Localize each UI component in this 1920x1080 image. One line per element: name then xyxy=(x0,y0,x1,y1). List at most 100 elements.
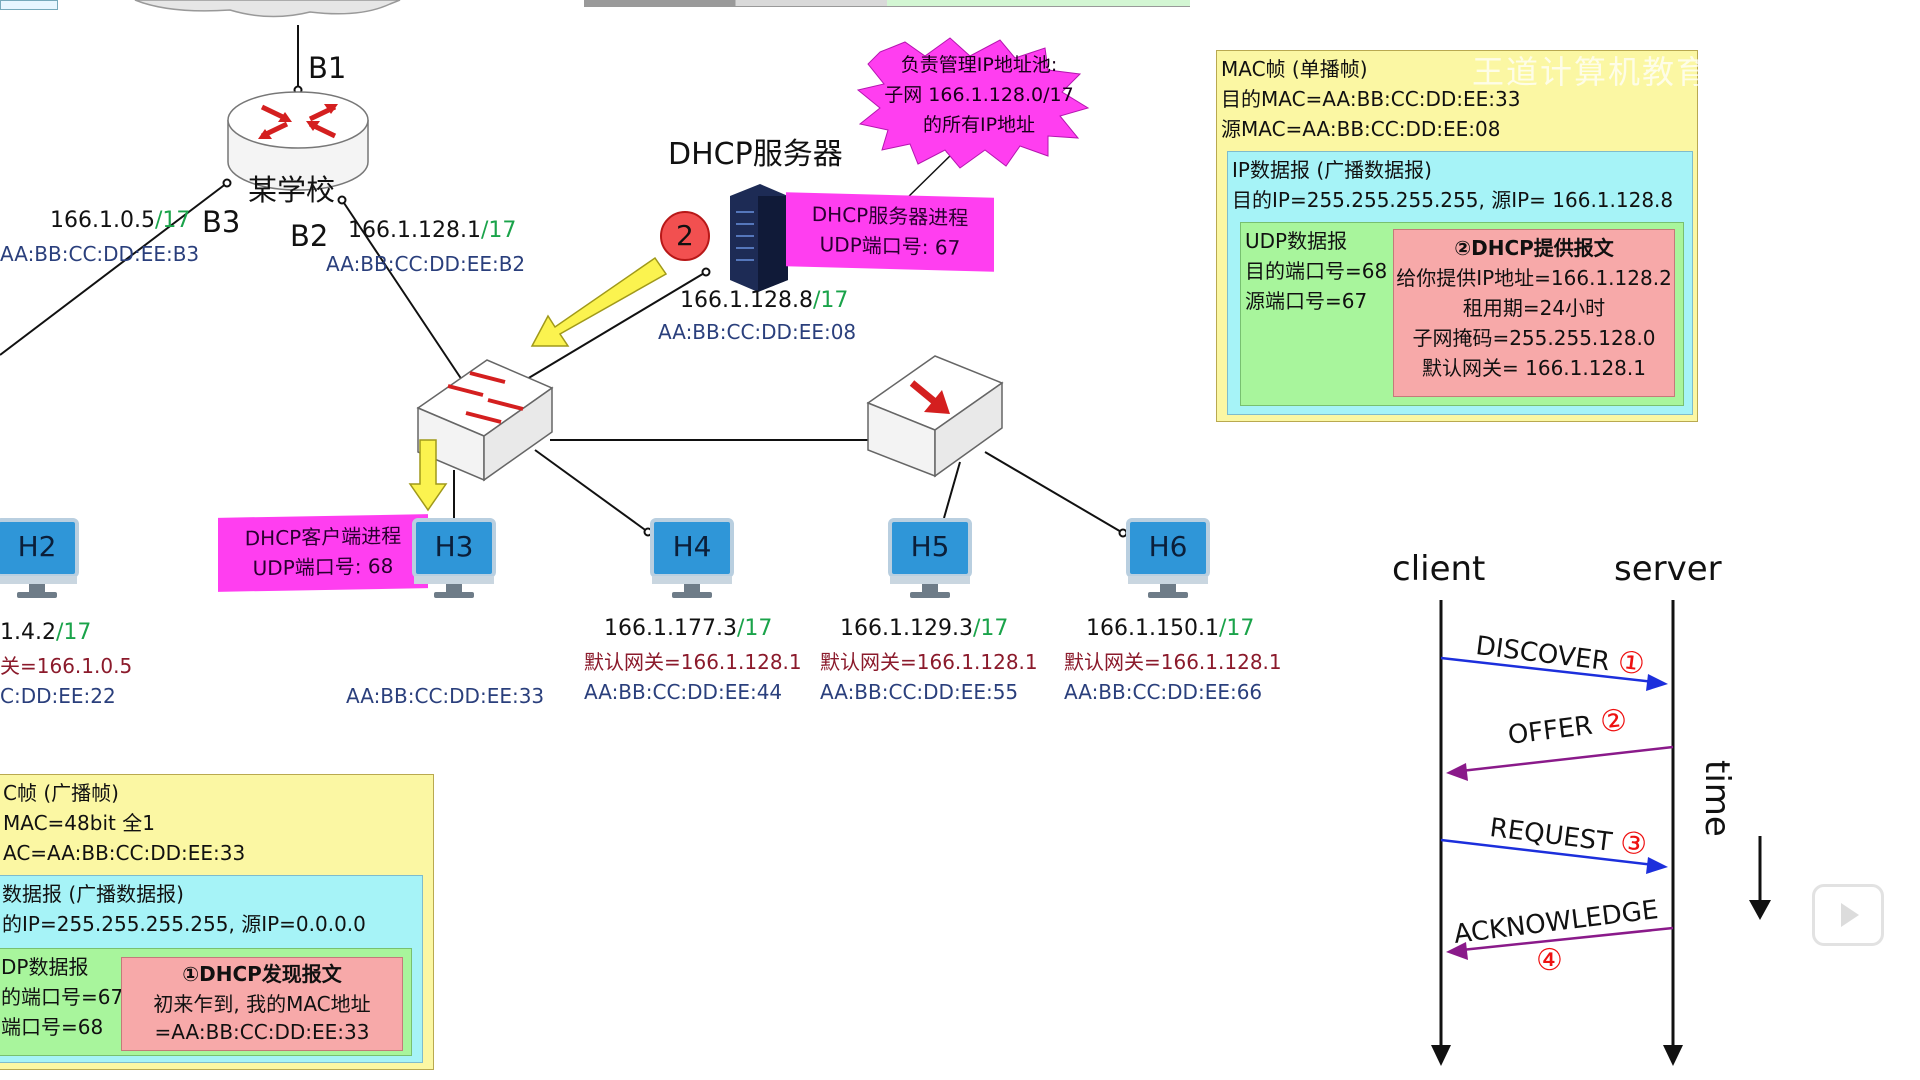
host-label: H4 xyxy=(672,530,712,563)
offer-mac-title: MAC帧 (单播帧) xyxy=(1221,57,1368,81)
server-mac: AA:BB:CC:DD:EE:08 xyxy=(658,320,857,344)
h6-ip-address: 166.1.150.1/17 xyxy=(1086,618,1254,640)
monitor-icon xyxy=(0,518,79,598)
speech-burst xyxy=(856,37,1090,169)
h6-ip: 166.1.150.1 xyxy=(1086,616,1219,641)
server-process-tag: DHCP服务器进程 UDP端口号: 67 xyxy=(786,192,994,272)
offer-ip-line: 目的IP=255.255.255.255, 源IP= 166.1.128.8 xyxy=(1232,188,1674,212)
router-icon xyxy=(227,91,369,191)
host-h6: H6 xyxy=(1126,518,1210,602)
offer-dhcp-ip: 给你提供IP地址=166.1.128.2 xyxy=(1396,266,1672,290)
host-h5: H5 xyxy=(888,518,972,602)
burst-line-1: 负责管理IP地址池: xyxy=(900,54,1058,76)
offer-mac-frame: MAC帧 (单播帧) 目的MAC=AA:BB:CC:DD:EE:33 源MAC=… xyxy=(1216,50,1698,422)
discover-mac-frame: C帧 (广播帧) MAC=48bit 全1 AC=AA:BB:CC:DD:EE:… xyxy=(0,774,434,1070)
burst-text: 负责管理IP地址池: 子网 166.1.128.0/17 的所有IP地址 xyxy=(884,50,1074,140)
switch-icon xyxy=(866,355,1004,478)
message-request-num: ③ xyxy=(1618,825,1650,864)
top-strip xyxy=(0,0,58,10)
message-discover-num: ① xyxy=(1615,644,1647,683)
offer-udp-src: 源端口号=67 xyxy=(1245,289,1368,313)
h4-gateway: 默认网关=166.1.128.1 xyxy=(584,650,802,674)
monitor-icon xyxy=(1126,518,1210,598)
client-process-line-1: DHCP客户端进程 xyxy=(244,523,402,551)
offer-src-mac: 源MAC=AA:BB:CC:DD:EE:08 xyxy=(1221,117,1501,141)
h2-gateway: 关=166.1.0.5 xyxy=(0,654,133,678)
server-ip-address: 166.1.128.8/17 xyxy=(680,290,848,312)
h2-ip: 1.4.2 xyxy=(0,620,56,645)
offer-dst-mac: 目的MAC=AA:BB:CC:DD:EE:33 xyxy=(1221,87,1521,111)
link-h4 xyxy=(534,449,649,533)
sequence-client-label: client xyxy=(1392,549,1486,589)
discover-ip-title: 数据报 (广播数据报) xyxy=(2,882,184,906)
watermark-text: 王道计算机教育 xyxy=(1472,53,1711,91)
monitor-icon xyxy=(412,518,496,598)
host-h3: H3 xyxy=(412,518,496,602)
monitor-icon xyxy=(650,518,734,598)
b2-mac: AA:BB:CC:DD:EE:B2 xyxy=(326,252,526,276)
b2-ip: 166.1.128.1 xyxy=(348,218,481,243)
sequence-time-label: time xyxy=(1697,760,1737,837)
b2-ip-address: 166.1.128.1/17 xyxy=(348,220,516,242)
discover-src-mac: AC=AA:BB:CC:DD:EE:33 xyxy=(3,841,246,865)
discover-udp-frame: DP数据报 的端口号=67 端口号=68 ①DHCP发现报文 初来乍到, 我的M… xyxy=(0,948,412,1056)
server-process-line-1: DHCP服务器进程 xyxy=(811,201,969,231)
sequence-diagram xyxy=(1431,600,1771,1066)
offer-ip-frame: IP数据报 (广播数据报) 目的IP=255.255.255.255, 源IP=… xyxy=(1227,151,1693,415)
h4-ip: 166.1.177.3 xyxy=(604,616,737,641)
discover-dhcp-title: ①DHCP发现报文 xyxy=(182,962,342,986)
h6-mac: AA:BB:CC:DD:EE:66 xyxy=(1064,680,1263,704)
discover-mac-title: C帧 (广播帧) xyxy=(3,781,119,805)
discover-udp-title: DP数据报 xyxy=(1,955,89,979)
discover-ip-frame: 数据报 (广播数据报) 的IP=255.255.255.255, 源IP=0.0… xyxy=(0,875,423,1063)
h6-mask: /17 xyxy=(1218,616,1255,641)
h3-mac: AA:BB:CC:DD:EE:33 xyxy=(346,684,545,708)
h5-mask: /17 xyxy=(972,616,1009,641)
discover-dst-mac: MAC=48bit 全1 xyxy=(3,811,155,835)
message-acknowledge-num: ④ xyxy=(1536,943,1563,978)
yellow-arrow-icon xyxy=(530,256,668,347)
link-b2 xyxy=(341,199,463,381)
step-badge-number: 2 xyxy=(676,219,694,252)
discover-ip-line: 的IP=255.255.255.255, 源IP=0.0.0.0 xyxy=(2,912,366,936)
discover-dhcp-line-2: =AA:BB:CC:DD:EE:33 xyxy=(154,1020,370,1044)
internet-cloud xyxy=(134,0,401,18)
server-mask: /17 xyxy=(812,288,849,313)
h4-ip-address: 166.1.177.3/17 xyxy=(604,618,772,640)
h6-gateway: 默认网关=166.1.128.1 xyxy=(1064,650,1282,674)
host-label: H2 xyxy=(17,530,57,563)
server-process-line-2: UDP端口号: 67 xyxy=(819,232,961,260)
message-offer-num: ② xyxy=(1598,702,1630,741)
offer-dhcp-mask: 子网掩码=255.255.128.0 xyxy=(1412,326,1656,350)
h5-mac: AA:BB:CC:DD:EE:55 xyxy=(820,680,1019,704)
sequence-server-label: server xyxy=(1614,549,1722,589)
server-icon xyxy=(730,184,788,292)
host-h4: H4 xyxy=(650,518,734,602)
host-label: H5 xyxy=(910,530,950,563)
port-label-b3: B3 xyxy=(202,205,241,239)
port-label-b1: B1 xyxy=(308,51,347,85)
b3-mask: /17 xyxy=(154,208,191,233)
h5-ip-address: 166.1.129.3/17 xyxy=(840,618,1008,640)
offer-dhcp-frame: ②DHCP提供报文 给你提供IP地址=166.1.128.2 租用期=24小时 … xyxy=(1393,229,1675,397)
h4-mac: AA:BB:CC:DD:EE:44 xyxy=(584,680,783,704)
link-server xyxy=(521,271,707,383)
discover-dhcp-line-1: 初来乍到, 我的MAC地址 xyxy=(153,992,371,1016)
play-button[interactable] xyxy=(1812,884,1884,946)
port-label-b2: B2 xyxy=(290,219,329,253)
offer-dhcp-lease: 租用期=24小时 xyxy=(1462,296,1606,320)
offer-dhcp-gateway: 默认网关= 166.1.128.1 xyxy=(1422,356,1646,380)
client-process-tag: DHCP客户端进程 UDP端口号: 68 xyxy=(218,514,428,592)
discover-dhcp-frame: ①DHCP发现报文 初来乍到, 我的MAC地址 =AA:BB:CC:DD:EE:… xyxy=(121,957,403,1051)
h2-ip-address: 1.4.2/17 xyxy=(0,622,91,644)
offer-dhcp-title: ②DHCP提供报文 xyxy=(1454,236,1614,260)
burst-line-3: 的所有IP地址 xyxy=(922,114,1036,136)
switch-icon xyxy=(416,359,554,482)
router-name: 某学校 xyxy=(248,173,336,207)
link-b3 xyxy=(0,182,228,356)
svg-text:bili: bili xyxy=(1760,47,1826,91)
burst-line-2: 子网 166.1.128.0/17 xyxy=(884,84,1074,106)
host-h2: H2 xyxy=(0,518,79,602)
offer-ip-title: IP数据报 (广播数据报) xyxy=(1232,158,1432,182)
